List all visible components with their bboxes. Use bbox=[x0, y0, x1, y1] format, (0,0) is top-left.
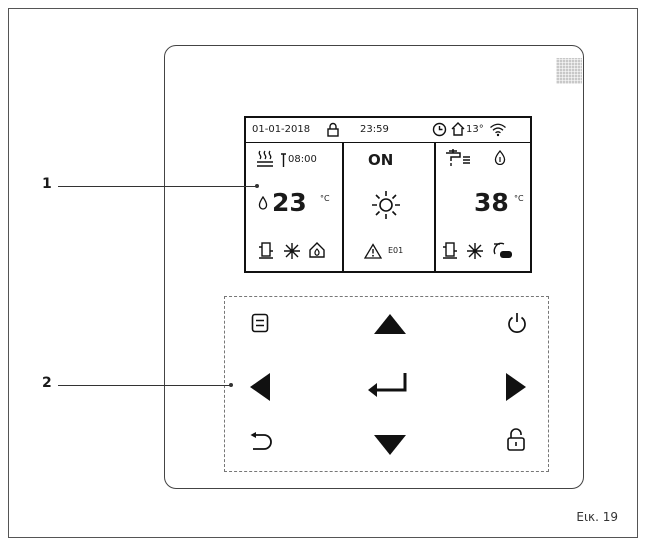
callout-point bbox=[229, 383, 233, 387]
hot-water-tap-icon bbox=[444, 148, 472, 168]
wifi-icon bbox=[489, 122, 507, 137]
callout-number-2: 2 bbox=[42, 375, 52, 391]
up-button[interactable] bbox=[373, 313, 407, 335]
floor-heating-icon bbox=[256, 150, 274, 168]
status-bar: 01-01-2018 23:59 13° bbox=[246, 118, 530, 143]
down-button[interactable] bbox=[373, 434, 407, 456]
timer-value: 08:00 bbox=[288, 154, 317, 165]
hot-water-temperature: 38 bbox=[474, 188, 509, 217]
callout-number-1: 1 bbox=[42, 176, 52, 192]
error-code: E01 bbox=[388, 246, 404, 255]
back-button[interactable] bbox=[250, 432, 274, 452]
heating-mode-icon bbox=[308, 241, 326, 259]
power-button[interactable] bbox=[506, 312, 528, 334]
tank-icon bbox=[258, 242, 274, 260]
lock-icon bbox=[326, 122, 340, 137]
temperature-unit: °C bbox=[514, 194, 524, 203]
enter-button[interactable] bbox=[367, 372, 409, 400]
callout-leader-line bbox=[58, 186, 256, 187]
defrost-icon bbox=[466, 242, 484, 260]
callout-leader-line bbox=[58, 385, 230, 386]
state-text: ON bbox=[368, 151, 394, 169]
status-date: 01-01-2018 bbox=[252, 124, 311, 135]
panel-divider bbox=[342, 143, 344, 271]
menu-button[interactable] bbox=[251, 313, 269, 333]
sun-icon bbox=[371, 190, 401, 220]
status-time: 23:59 bbox=[360, 124, 389, 135]
speaker-grille bbox=[556, 58, 582, 84]
clock-icon bbox=[432, 122, 447, 137]
unlock-button[interactable] bbox=[506, 428, 526, 452]
warning-icon bbox=[364, 243, 382, 259]
keypad-area bbox=[224, 296, 549, 472]
space-heating-temperature: 23 bbox=[272, 188, 307, 217]
water-drop-icon bbox=[258, 196, 268, 210]
tank-icon bbox=[442, 242, 458, 260]
house-icon bbox=[450, 121, 466, 137]
figure-caption: Εικ. 19 bbox=[576, 510, 618, 524]
heat-pump-icon bbox=[492, 240, 514, 260]
left-button[interactable] bbox=[249, 372, 271, 402]
figure-frame bbox=[8, 8, 638, 538]
water-drop-icon bbox=[494, 150, 506, 165]
defrost-icon bbox=[283, 242, 301, 260]
lcd-screen: 01-01-2018 23:59 13° 08:00 23 °C bbox=[244, 116, 532, 273]
right-button[interactable] bbox=[505, 372, 527, 402]
outdoor-temp: 13° bbox=[466, 124, 484, 135]
timer-icon bbox=[280, 152, 288, 168]
panel-divider bbox=[434, 143, 436, 271]
callout-point bbox=[255, 184, 259, 188]
temperature-unit: °C bbox=[320, 194, 330, 203]
